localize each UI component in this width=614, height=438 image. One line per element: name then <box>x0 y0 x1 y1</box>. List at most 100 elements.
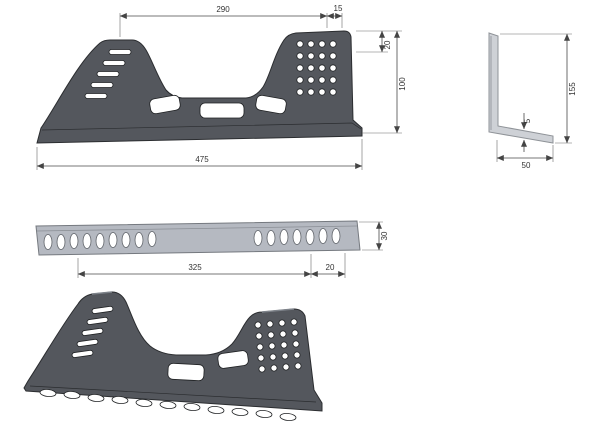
plan-view: 30 325 20 <box>35 220 389 278</box>
dim-label: 475 <box>195 155 209 164</box>
slot <box>121 232 131 248</box>
dim-top-right-offset: 15 <box>326 4 343 28</box>
dim-profile-height: 155 <box>500 33 577 144</box>
hole <box>307 40 315 48</box>
flange-fold-line <box>29 385 317 403</box>
slot <box>111 396 129 404</box>
hole <box>296 40 304 48</box>
hole <box>296 76 304 84</box>
slot <box>108 232 118 248</box>
slot <box>69 233 79 249</box>
angle-profile-view: 155 5 50 <box>488 32 577 170</box>
hole <box>290 318 298 326</box>
slot <box>255 410 273 418</box>
hole <box>296 52 304 60</box>
slot <box>207 406 225 414</box>
slot <box>279 229 289 245</box>
slot <box>39 389 57 397</box>
flange-slot-row <box>39 389 297 421</box>
hole <box>278 319 286 327</box>
slot <box>135 399 153 407</box>
hole <box>257 354 265 362</box>
side-view: 290 15 20 100 475 <box>36 4 407 170</box>
hole <box>267 331 275 339</box>
slot <box>279 413 297 421</box>
slot <box>331 228 341 244</box>
dim-label: 290 <box>216 5 230 14</box>
hole <box>318 88 326 96</box>
slot <box>91 305 114 314</box>
center-cutouts-3d <box>167 350 249 382</box>
slot <box>305 229 315 245</box>
hole <box>296 88 304 96</box>
slot <box>134 232 144 248</box>
hole <box>318 40 326 48</box>
hole <box>255 332 263 340</box>
slot <box>147 231 157 247</box>
slot <box>266 230 276 246</box>
slot <box>102 60 126 66</box>
hole <box>307 64 315 72</box>
slot <box>76 338 99 347</box>
base-fold-line <box>41 122 362 131</box>
edge-highlight <box>261 308 295 313</box>
slot <box>96 71 120 77</box>
slot <box>87 394 105 402</box>
dim-slot-span: 325 <box>77 254 312 278</box>
slot <box>63 391 81 399</box>
center-cutouts <box>149 94 287 119</box>
slot <box>292 229 302 245</box>
slot <box>183 403 201 411</box>
edge-highlight <box>91 291 113 295</box>
hole <box>329 52 337 60</box>
slot <box>43 234 53 250</box>
dim-overall-length: 475 <box>36 139 363 170</box>
slot <box>82 233 92 249</box>
hole <box>318 76 326 84</box>
slot <box>318 228 328 244</box>
slot <box>71 349 94 358</box>
hole <box>329 88 337 96</box>
hole <box>292 340 300 348</box>
dim-label: 20 <box>383 40 392 49</box>
slot <box>90 82 114 88</box>
slot <box>108 49 132 55</box>
left-slot-group-3d <box>71 305 114 358</box>
dim-label: 20 <box>326 263 335 272</box>
slot <box>159 401 177 409</box>
dim-right-height: 100 <box>362 30 407 134</box>
hole <box>266 320 274 328</box>
dim-bar-width: 30 <box>359 221 389 251</box>
hole-grid <box>296 40 337 96</box>
dim-flange-width: 50 <box>496 140 554 170</box>
cutout <box>217 350 249 369</box>
hole <box>307 52 315 60</box>
hole <box>318 52 326 60</box>
hole <box>258 365 266 373</box>
hole <box>268 342 276 350</box>
slot <box>86 316 109 325</box>
dim-label: 15 <box>334 4 343 13</box>
slot <box>231 408 249 416</box>
hole <box>307 88 315 96</box>
dim-label: 325 <box>188 263 202 272</box>
hole <box>281 352 289 360</box>
hole <box>256 343 264 351</box>
isometric-view <box>23 291 323 421</box>
hole <box>329 76 337 84</box>
cutout <box>255 94 287 115</box>
dim-label: 30 <box>380 231 389 240</box>
slot <box>84 93 108 99</box>
hole <box>269 353 277 361</box>
dim-label: 155 <box>568 82 577 96</box>
dim-end-offset: 20 <box>310 253 346 278</box>
hole-grid-3d <box>254 318 302 373</box>
hole <box>307 76 315 84</box>
hole <box>329 40 337 48</box>
hole <box>282 363 290 371</box>
bar-top-face-line <box>36 225 358 232</box>
hole <box>293 351 301 359</box>
dim-label: 100 <box>398 77 407 91</box>
left-slot-group <box>84 49 132 99</box>
hole <box>329 64 337 72</box>
